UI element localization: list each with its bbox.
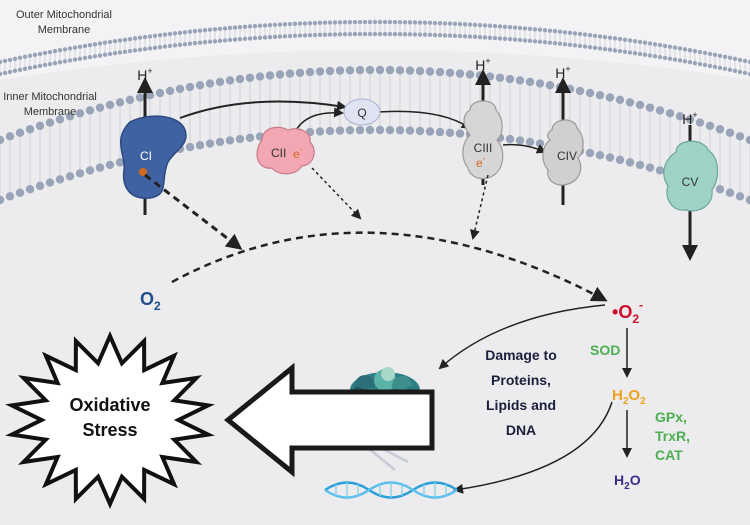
- complex-iii-shape: [462, 100, 504, 180]
- complex-ii-label: CII: [271, 146, 286, 160]
- o2-to-superoxide-arc: [171, 231, 608, 302]
- damage-line3: Lipids and: [486, 397, 556, 413]
- dna-icon: [324, 481, 458, 499]
- q-label: Q: [357, 106, 366, 120]
- ciii-to-civ-arrow: [502, 143, 547, 154]
- complex-iii: CIII e-: [462, 100, 504, 180]
- ci-leak-arrow: [144, 173, 243, 250]
- ci-electron-dot: [139, 168, 147, 176]
- complex-ii: CII e-: [256, 126, 315, 175]
- damage-line4: DNA: [506, 422, 536, 438]
- damage-line2: Proteins,: [491, 372, 551, 388]
- q-to-ciii-arrow: [377, 110, 472, 130]
- ci-proton-label: H+: [137, 66, 152, 83]
- outer-membrane-label-line1: Outer Mitochondrial: [16, 9, 112, 21]
- ubiquinone: Q: [343, 98, 381, 126]
- complex-v: CV: [663, 140, 719, 212]
- ciii-electron: e-: [476, 154, 486, 170]
- sod-label: SOD: [590, 342, 620, 358]
- oxygen-label: O2: [140, 289, 161, 313]
- complex-iv-shape: [542, 119, 584, 186]
- complex-v-shape: [663, 140, 719, 212]
- complex-ii-shape: [256, 126, 315, 175]
- complex-iii-label: CIII: [474, 141, 493, 155]
- outer-membrane-label-line2: Membrane: [38, 24, 91, 36]
- to-stress-arrow: [224, 362, 435, 478]
- civ-proton-label: H+: [555, 64, 570, 81]
- complex-iv: CIV: [542, 119, 584, 186]
- inner-membrane-label-line1: Inner Mitochondrial: [3, 91, 97, 103]
- enzyme-gpx: GPx,: [655, 409, 687, 425]
- complex-i-label: CI: [140, 149, 152, 163]
- complex-iv-label: CIV: [557, 149, 577, 163]
- ci-to-q-arrow: [179, 100, 347, 119]
- oxidative-stress-burst: [5, 330, 215, 510]
- superoxide-label: •O2-: [612, 298, 643, 326]
- damage-line1: Damage to: [485, 347, 557, 363]
- cii-electron: e-: [293, 145, 303, 161]
- peroxide-label: H2O2: [612, 387, 646, 407]
- enzyme-trxr: TrxR,: [655, 428, 690, 444]
- complex-i: CI: [119, 115, 187, 199]
- inner-membrane-label-line2: Membrane: [24, 106, 77, 118]
- enzyme-cat: CAT: [655, 447, 683, 463]
- complex-i-shape: [119, 115, 187, 199]
- ciii-proton-label: H+: [475, 56, 490, 73]
- outer-membrane: [0, 19, 750, 77]
- peroxide-to-dna-arrow: [453, 401, 613, 494]
- complex-v-label: CV: [682, 175, 699, 189]
- stress-line2: Stress: [82, 420, 137, 440]
- cv-proton-label: H+: [682, 110, 697, 127]
- q-shape: [343, 98, 381, 126]
- superoxide-to-protein-arrow: [438, 304, 606, 370]
- intermembrane-space: [0, 0, 750, 80]
- water-label: H2O: [614, 472, 641, 492]
- stress-line1: Oxidative: [69, 395, 150, 415]
- ciii-leak-arrow: [469, 174, 489, 240]
